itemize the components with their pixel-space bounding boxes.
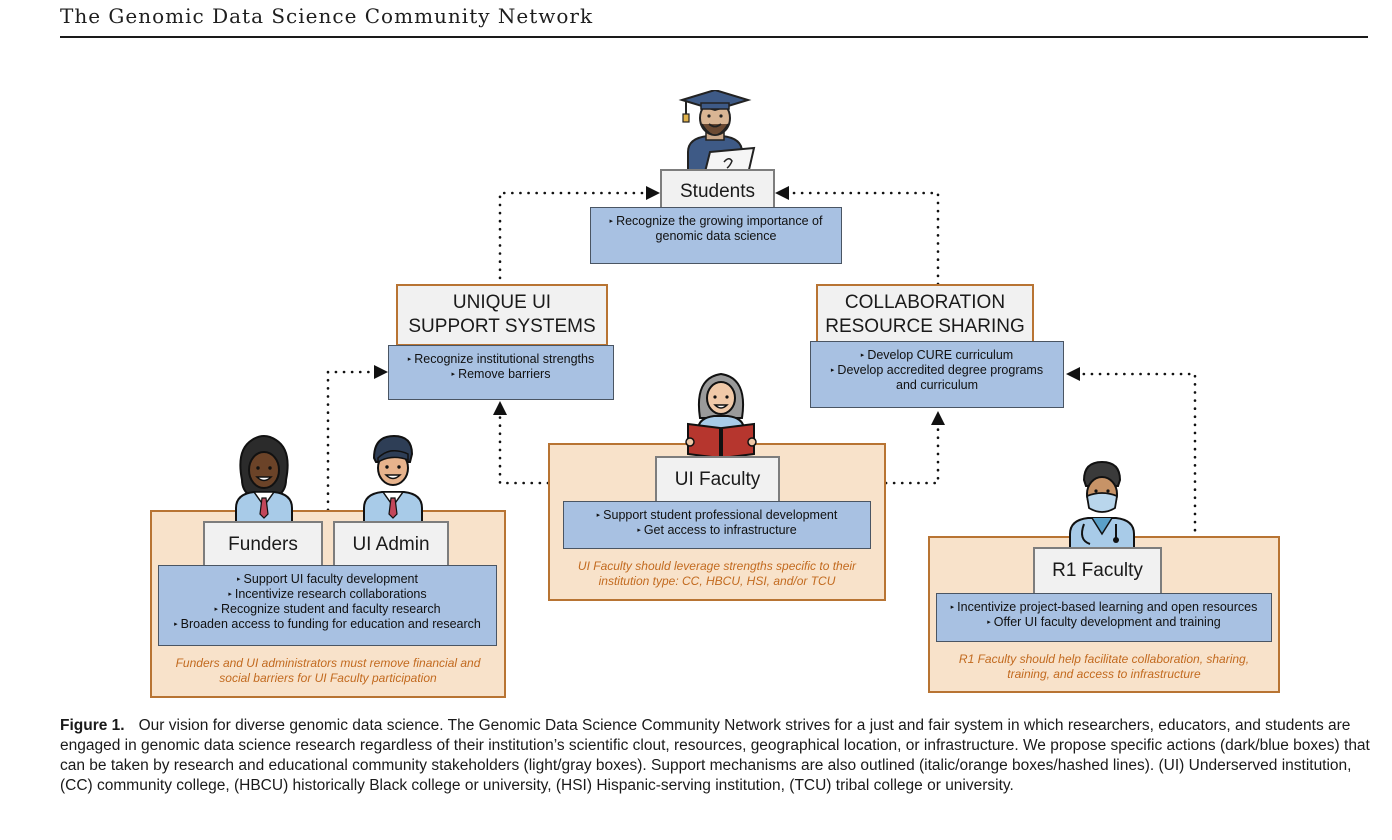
unique-ui-actions: ▸Recognize institutional strengths ▸Remo… <box>388 345 614 400</box>
connector-uifaculty-to-unique <box>498 415 550 485</box>
caption-text: Our vision for diverse genomic data scie… <box>60 717 1370 794</box>
funders-action-3: ▸Recognize student and faculty research <box>214 602 441 616</box>
ui-faculty-reader-icon <box>685 372 757 458</box>
r1-faculty-label: R1 Faculty <box>1033 547 1162 595</box>
unique-ui-action-1: ▸Recognize institutional strengths <box>407 352 595 366</box>
ui-faculty-action-2: ▸Get access to infrastructure <box>637 523 797 537</box>
students-label: Students <box>660 169 775 214</box>
unique-ui-support-label: UNIQUE UI SUPPORT SYSTEMS <box>396 284 608 346</box>
collaboration-label: COLLABORATION RESOURCE SHARING <box>816 284 1034 346</box>
students-action-1: ▸Recognize the growing importance of <box>609 214 823 228</box>
arrow-into-students-right <box>775 186 789 200</box>
r1-faculty-action-2: ▸Offer UI faculty development and traini… <box>987 615 1221 629</box>
collaboration-action-1: ▸Develop CURE curriculum <box>860 348 1014 362</box>
figure-caption: Figure 1.Our vision for diverse genomic … <box>60 716 1370 796</box>
r1-faculty-actions: ▸Incentivize project-based learning and … <box>936 593 1272 642</box>
ui-faculty-actions: ▸Support student professional developmen… <box>563 501 871 549</box>
unique-ui-line-2: SUPPORT SYSTEMS <box>408 316 596 337</box>
collaboration-line-2: RESOURCE SHARING <box>825 316 1025 337</box>
r1-faculty-note: R1 Faculty should help facilitate collab… <box>958 652 1250 681</box>
funders-action-4: ▸Broaden access to funding for education… <box>174 617 481 631</box>
running-header: The Genomic Data Science Community Netwo… <box>60 4 594 28</box>
ui-faculty-note: UI Faculty should leverage strengths spe… <box>577 559 857 588</box>
figure-diagram: Students ▸Recognize the growing importan… <box>150 90 1280 698</box>
arrow-into-students-left <box>646 186 660 200</box>
connector-r1-to-collab <box>1080 372 1197 574</box>
collaboration-line-1: COLLABORATION <box>844 292 1006 313</box>
r1-faculty-doctor-icon <box>1069 460 1135 556</box>
header-rule <box>60 36 1368 38</box>
funders-label: Funders <box>203 521 323 569</box>
arrow-into-collab-right <box>1066 367 1080 381</box>
collaboration-action-2: ▸Develop accredited degree programs <box>830 363 1044 377</box>
r1-faculty-action-1: ▸Incentivize project-based learning and … <box>950 600 1258 614</box>
students-action-2: genomic data science <box>655 229 777 243</box>
connector-funders-to-unique <box>326 370 376 520</box>
funders-action-1: ▸Support UI faculty development <box>237 572 418 586</box>
arrow-into-unique-left <box>374 365 388 379</box>
students-actions: ▸Recognize the growing importance of gen… <box>590 207 842 264</box>
ui-admin-person-icon <box>363 434 423 528</box>
arrow-into-collab-bottom <box>931 411 945 425</box>
unique-ui-line-1: UNIQUE UI <box>452 292 552 313</box>
collaboration-actions: ▸Develop CURE curriculum ▸Develop accred… <box>810 341 1064 408</box>
ui-admin-label: UI Admin <box>333 521 449 569</box>
funders-note: Funders and UI administrators must remov… <box>175 656 481 685</box>
arrow-into-unique-bottom <box>493 401 507 415</box>
unique-ui-action-2: ▸Remove barriers <box>451 367 551 381</box>
figure-label: Figure 1. <box>60 717 125 734</box>
collaboration-action-2-cont: and curriculum <box>896 378 978 392</box>
funders-action-2: ▸Incentivize research collaborations <box>228 587 427 601</box>
connector-uifaculty-to-collab <box>884 426 940 485</box>
connector-lines <box>326 186 1197 574</box>
ui-faculty-action-1: ▸Support student professional developmen… <box>596 508 838 522</box>
ui-faculty-label: UI Faculty <box>655 456 780 504</box>
funders-actions: ▸Support UI faculty development ▸Incenti… <box>158 565 497 646</box>
funder-person-icon <box>235 435 293 528</box>
